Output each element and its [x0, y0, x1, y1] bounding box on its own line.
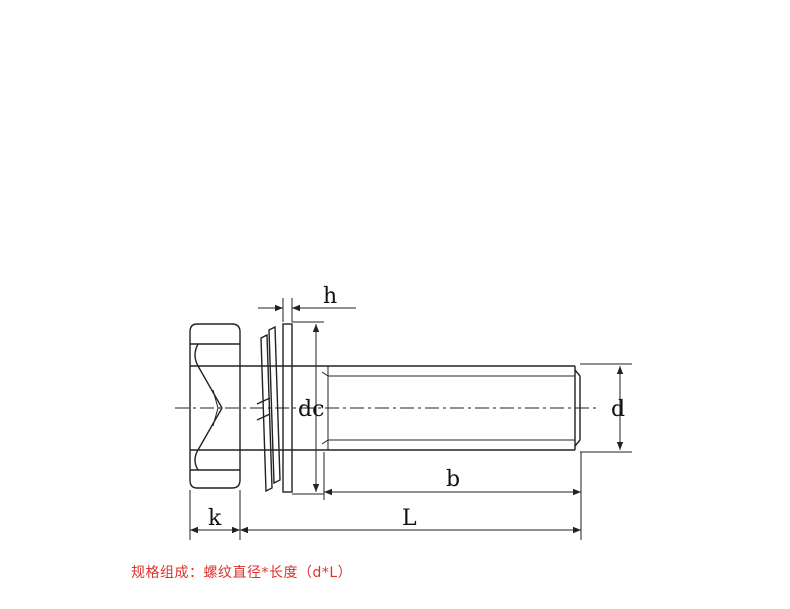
label-b: b [446, 467, 460, 492]
flat-washer [282, 323, 293, 493]
label-k: k [208, 506, 222, 531]
spring-washer [256, 325, 281, 493]
label-d: d [611, 397, 625, 422]
dimension-lines [190, 304, 624, 534]
bolt-shank [240, 365, 581, 451]
bolt-head [189, 323, 241, 489]
spec-caption: 规格组成：螺纹直径*长度（d*L） [131, 565, 353, 581]
label-L: L [402, 506, 417, 531]
label-h: h [323, 284, 337, 309]
label-dc: dc [298, 397, 324, 422]
extension-lines [189, 298, 632, 540]
